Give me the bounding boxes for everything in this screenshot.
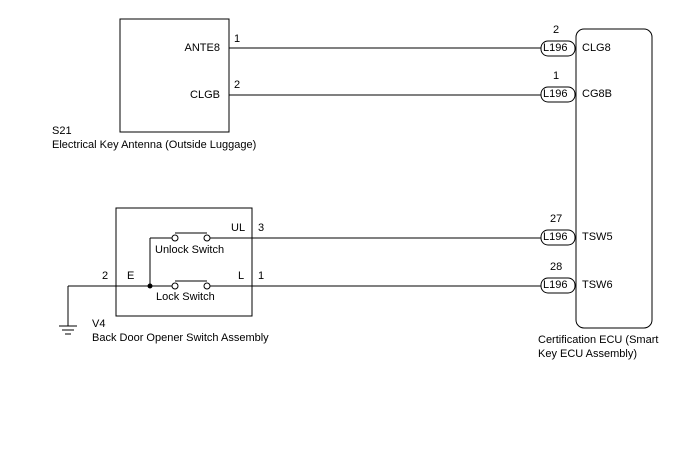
connector-label: L196 [543, 42, 568, 54]
unlock-switch-label: Unlock Switch [155, 244, 225, 256]
ecu-name-line1: Certification ECU (Smart [538, 334, 659, 346]
antenna-pin-2: 2 [234, 79, 241, 91]
connector-label: L196 [543, 279, 568, 291]
ecu-terminal-clg8: CLG8 [582, 42, 611, 54]
lock-switch-contact-right [203, 282, 211, 290]
ecu-pin-tsw6: 28 [550, 261, 563, 273]
antenna-code: S21 [52, 125, 72, 137]
switch-pin-1: 1 [258, 270, 265, 282]
unlock-switch-contact-left [171, 234, 179, 242]
connector-label: L196 [543, 231, 568, 243]
ecu-terminal-cg8b: CG8B [582, 88, 612, 100]
junction-dot [147, 283, 153, 289]
ecu-terminal-tsw6: TSW6 [582, 279, 613, 291]
ecu-terminal-tsw5: TSW5 [582, 231, 613, 243]
switch-assembly-box [115, 207, 253, 317]
connector-oval [540, 229, 576, 246]
antenna-pin-1: 1 [234, 33, 241, 45]
connector-oval [540, 86, 576, 103]
unlock-switch-contact-right [203, 234, 211, 242]
antenna-name: Electrical Key Antenna (Outside Luggage) [52, 139, 257, 151]
antenna-terminal-ante8: ANTE8 [184, 42, 220, 54]
switch-pin-2: 2 [102, 270, 109, 282]
connector-label: L196 [543, 88, 568, 100]
lock-switch-contact-left [171, 282, 179, 290]
antenna-terminal-clgb: CLGB [190, 89, 220, 101]
ecu-box [575, 28, 653, 329]
ecu-pin-clg8: 2 [553, 24, 560, 36]
antenna-box [119, 18, 230, 133]
ecu-name-line2: Key ECU Assembly) [538, 348, 638, 360]
switch-terminal-l: L [238, 270, 245, 282]
connector-oval [540, 277, 576, 294]
switch-assembly-code: V4 [92, 318, 106, 330]
ecu-pin-tsw5: 27 [550, 213, 563, 225]
switch-terminal-e: E [127, 270, 135, 282]
lock-switch-label: Lock Switch [156, 291, 215, 303]
connector-oval [540, 40, 576, 57]
switch-pin-3: 3 [258, 222, 265, 234]
ground-icon [59, 325, 77, 335]
switch-assembly-name: Back Door Opener Switch Assembly [92, 332, 269, 344]
ecu-pin-cg8b: 1 [553, 70, 560, 82]
switch-terminal-ul: UL [231, 222, 246, 234]
